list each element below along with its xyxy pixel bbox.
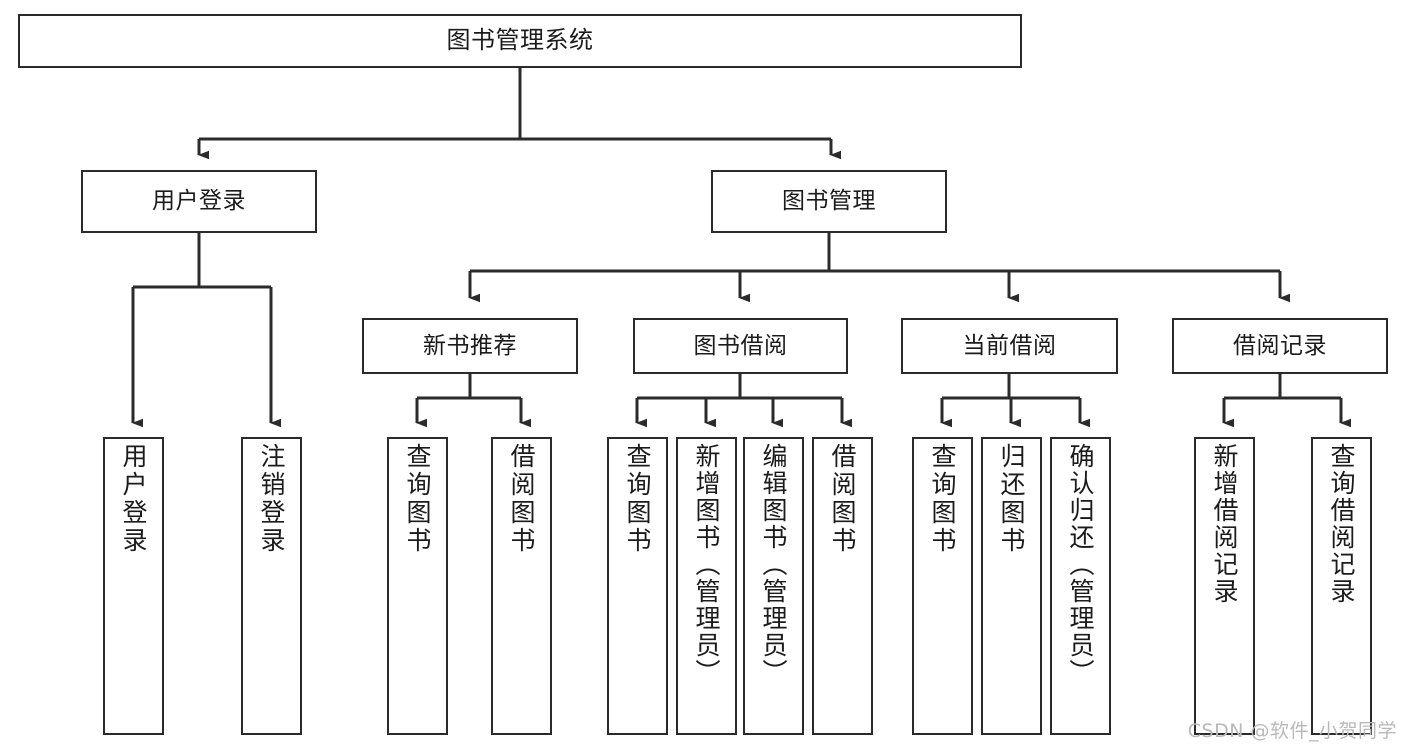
node-leaf-return-book[interactable]: 归还图书: [981, 437, 1042, 735]
node-leaf-confirm-return[interactable]: 确认归还（管理员）: [1050, 437, 1111, 735]
node-leaf-borrow-book-1[interactable]: 借阅图书: [491, 437, 552, 735]
node-label: 图书管理系统: [446, 26, 594, 55]
node-label: 图书管理: [782, 188, 876, 215]
node-label: 借阅图书: [507, 443, 536, 555]
node-label: 查询图书: [403, 443, 432, 555]
node-label: 查询借阅记录: [1327, 443, 1356, 605]
node-label: 用户登录: [152, 188, 246, 215]
node-current-borrow[interactable]: 当前借阅: [901, 318, 1118, 374]
node-leaf-borrow-book-2[interactable]: 借阅图书: [812, 437, 873, 735]
node-label: 归还图书: [997, 443, 1026, 555]
node-root-system[interactable]: 图书管理系统: [18, 14, 1022, 68]
node-leaf-add-book[interactable]: 新增图书（管理员）: [676, 437, 737, 735]
node-leaf-user-login[interactable]: 用户登录: [103, 437, 164, 735]
node-label: 新增图书（管理员）: [692, 443, 721, 686]
node-leaf-query-book-3[interactable]: 查询图书: [912, 437, 973, 735]
node-label: 编辑图书（管理员）: [759, 443, 788, 686]
node-label: 确认归还（管理员）: [1066, 443, 1095, 686]
node-leaf-user-logout[interactable]: 注销登录: [241, 437, 302, 735]
node-label: 注销登录: [257, 443, 286, 555]
watermark-text: CSDN @软件_小贺同学: [1187, 720, 1397, 742]
node-label: 新书推荐: [423, 332, 517, 359]
node-leaf-query-record[interactable]: 查询借阅记录: [1311, 437, 1372, 735]
node-new-book-recommend[interactable]: 新书推荐: [362, 318, 578, 374]
node-label: 借阅图书: [828, 443, 857, 555]
node-leaf-query-book-2[interactable]: 查询图书: [607, 437, 668, 735]
node-leaf-add-record[interactable]: 新增借阅记录: [1194, 437, 1255, 735]
node-leaf-edit-book[interactable]: 编辑图书（管理员）: [743, 437, 804, 735]
node-book-borrow[interactable]: 图书借阅: [633, 318, 848, 374]
node-label: 新增借阅记录: [1210, 443, 1239, 605]
node-label: 查询图书: [928, 443, 957, 555]
node-label: 用户登录: [119, 443, 148, 555]
node-label: 当前借阅: [962, 332, 1057, 359]
node-label: 借阅记录: [1233, 332, 1327, 359]
node-leaf-query-book-1[interactable]: 查询图书: [387, 437, 448, 735]
node-label: 查询图书: [623, 443, 652, 555]
node-label: 图书借阅: [693, 332, 788, 359]
node-user-login[interactable]: 用户登录: [81, 170, 317, 233]
node-borrow-record[interactable]: 借阅记录: [1172, 318, 1388, 374]
node-book-manage[interactable]: 图书管理: [711, 170, 947, 233]
